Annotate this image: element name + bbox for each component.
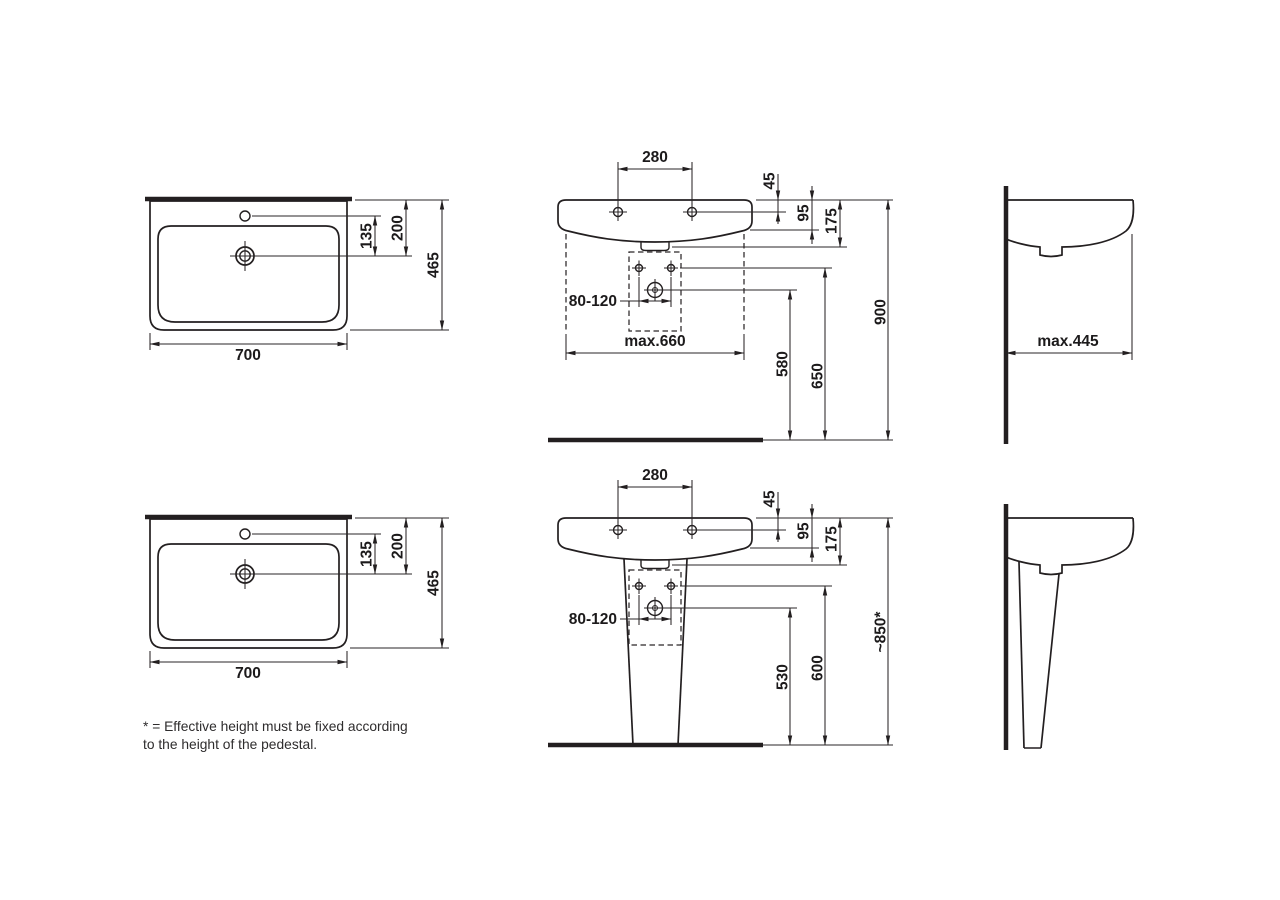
footnote-line-2: to the height of the pedestal. — [143, 737, 317, 752]
dim-label-bolt-height: 650 — [810, 363, 827, 389]
dim-label-rim-height: 95 — [796, 204, 813, 222]
basin-outline — [557, 199, 753, 243]
dim-label-tap-offset: 135 — [359, 223, 376, 249]
basin-outline — [557, 517, 753, 561]
dim-label-tap-depth: 200 — [390, 533, 407, 559]
dimension-hole-spacing: 280 — [617, 467, 693, 523]
side-view-wall-hung: max.445 — [1003, 186, 1135, 444]
fixing-bolts — [632, 578, 678, 594]
dim-label-bolt-spacing: 80-120 — [569, 611, 617, 628]
hidden-installation-outline — [565, 234, 745, 332]
footnote: * = Effective height must be fixed accor… — [143, 719, 408, 752]
pedestal-outline — [623, 558, 634, 746]
dim-label-drain-height: 580 — [775, 351, 792, 377]
dim-label-depth: 465 — [426, 252, 443, 278]
basin-outline — [149, 518, 348, 649]
bowl-outline — [157, 543, 340, 641]
dimension-rim-height: 95 — [750, 504, 819, 562]
dimension-rim-height: 95 — [750, 186, 819, 244]
side-view-pedestal — [1003, 504, 1135, 750]
dimension-width: 700 — [149, 333, 348, 364]
overflow-hole — [239, 528, 251, 540]
dim-label-hole-spacing: 280 — [642, 467, 668, 484]
dimension-tap-depth: 200 — [355, 199, 449, 257]
hidden-installation-outline — [628, 569, 682, 646]
dimension-tap-offset: 135 — [359, 215, 378, 257]
dim-label-drain-height: 530 — [775, 664, 792, 690]
dim-label-bolt-height: 600 — [810, 655, 827, 681]
dimension-bolt-height: 650 — [680, 267, 832, 441]
mounting-holes — [609, 521, 701, 539]
dimension-drain-height: 580 — [666, 289, 797, 441]
dim-label-top-height: 900 — [873, 299, 890, 325]
dim-label-deck-offset: 45 — [762, 172, 779, 190]
dimension-drain-height: 530 — [666, 607, 797, 746]
plan-view-pedestal: 135 200 465 700 — [145, 514, 449, 682]
footnote-line-1: * = Effective height must be fixed accor… — [143, 719, 408, 734]
dim-label-max-depth: max.445 — [1037, 333, 1099, 350]
dimension-bolt-spacing: 80-120 — [569, 277, 672, 310]
dimension-bolt-height: 600 — [680, 585, 832, 746]
front-view-pedestal: 280 45 95 175 80-120 — [548, 467, 893, 748]
dim-label-tap-offset: 135 — [359, 541, 376, 567]
drain-stub — [640, 242, 670, 252]
basin-profile — [1005, 199, 1135, 258]
dimension-max-width: max.660 — [565, 333, 745, 360]
basin-outline — [149, 200, 348, 331]
dimension-top-height: 900 — [756, 199, 893, 441]
dim-label-max-width: max.660 — [624, 333, 685, 350]
dimension-width: 700 — [149, 651, 348, 682]
dimension-basin-height: 175 — [672, 517, 847, 566]
dim-label-rim-height: 95 — [796, 522, 813, 540]
mounting-holes — [609, 203, 701, 221]
dimension-deck-offset: 45 — [698, 490, 786, 542]
dim-label-top-height: ~850* — [873, 611, 890, 653]
dimension-max-depth: max.445 — [1005, 234, 1133, 360]
dimension-deck-offset: 45 — [698, 172, 786, 224]
dimension-basin-height: 175 — [672, 199, 847, 248]
dimension-top-height: ~850* — [756, 517, 893, 746]
dim-label-width: 700 — [235, 347, 261, 364]
basin-profile — [1005, 517, 1135, 576]
bowl-outline — [157, 225, 340, 323]
dimension-depth: 465 — [350, 517, 449, 649]
dim-label-basin-height: 175 — [824, 526, 841, 552]
dimension-bolt-spacing: 80-120 — [569, 595, 672, 628]
dimension-hole-spacing: 280 — [617, 149, 693, 205]
pedestal-outline — [677, 558, 688, 746]
dimension-tap-offset: 135 — [359, 533, 378, 575]
dim-label-tap-depth: 200 — [390, 215, 407, 241]
drain-outlet — [644, 279, 666, 301]
overflow-hole — [239, 210, 251, 222]
dim-label-deck-offset: 45 — [762, 490, 779, 508]
drain-outlet — [644, 597, 666, 619]
plan-view-wall-hung: 135 200 465 700 — [145, 196, 449, 364]
dim-label-width: 700 — [235, 665, 261, 682]
front-view-wall-hung: 280 45 95 175 80-120 — [548, 149, 893, 443]
dim-label-basin-height: 175 — [824, 208, 841, 234]
drain-stub — [640, 560, 670, 570]
dim-label-depth: 465 — [426, 570, 443, 596]
dimension-tap-depth: 200 — [355, 517, 449, 575]
dimension-depth: 465 — [350, 199, 449, 331]
dim-label-bolt-spacing: 80-120 — [569, 293, 617, 310]
fixing-bolts — [632, 260, 678, 276]
dim-label-hole-spacing: 280 — [642, 149, 668, 166]
pedestal-profile — [1018, 561, 1060, 749]
